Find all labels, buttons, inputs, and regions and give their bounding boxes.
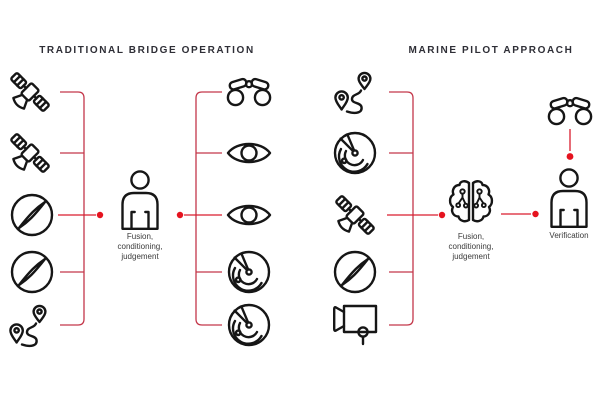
right-input-bracket	[387, 91, 446, 326]
binoculars-to-verifier-connector	[566, 129, 574, 160]
right-panel-title: MARINE PILOT APPROACH	[408, 45, 574, 56]
connector-dot	[438, 211, 446, 219]
processor-label: Fusion, conditioning, judgement	[98, 232, 182, 262]
processor-label-line: conditioning,	[117, 242, 163, 251]
camera-icon	[331, 299, 379, 347]
left-output-bracket	[176, 91, 222, 326]
compass-icon	[8, 248, 56, 296]
processor-label-line: judgement	[121, 252, 159, 261]
person-icon	[545, 168, 593, 228]
processor-label-line: judgement	[452, 252, 490, 261]
route-icon	[6, 301, 54, 349]
radar-icon	[225, 248, 273, 296]
verifier-label: Verification	[549, 231, 589, 240]
connector-dot	[532, 210, 539, 218]
satellite-icon	[6, 129, 54, 177]
processor-label-line: Fusion,	[126, 232, 154, 241]
satellite-icon	[331, 191, 379, 239]
processor-label-line: conditioning,	[448, 242, 494, 251]
compass-icon	[331, 248, 379, 296]
processor-label: Fusion, conditioning, judgement	[429, 232, 513, 262]
processor-label-line: Fusion,	[457, 232, 485, 241]
brain-to-verifier-connector	[501, 210, 539, 218]
left-panel-title: TRADITIONAL BRIDGE OPERATION	[39, 45, 255, 56]
eye-icon	[225, 129, 273, 177]
radar-icon	[225, 301, 273, 349]
radar-icon	[331, 129, 379, 177]
brain-icon	[447, 178, 495, 226]
left-input-bracket	[58, 91, 104, 326]
satellite-icon	[6, 68, 54, 116]
person-icon	[116, 170, 164, 230]
eye-icon	[225, 191, 273, 239]
connector-dot	[176, 211, 184, 219]
binoculars-icon	[546, 96, 594, 126]
connector-dot	[96, 211, 104, 219]
connector-dot	[566, 153, 574, 160]
route-icon	[331, 68, 379, 116]
binoculars-icon	[225, 77, 273, 107]
compass-icon	[8, 191, 56, 239]
